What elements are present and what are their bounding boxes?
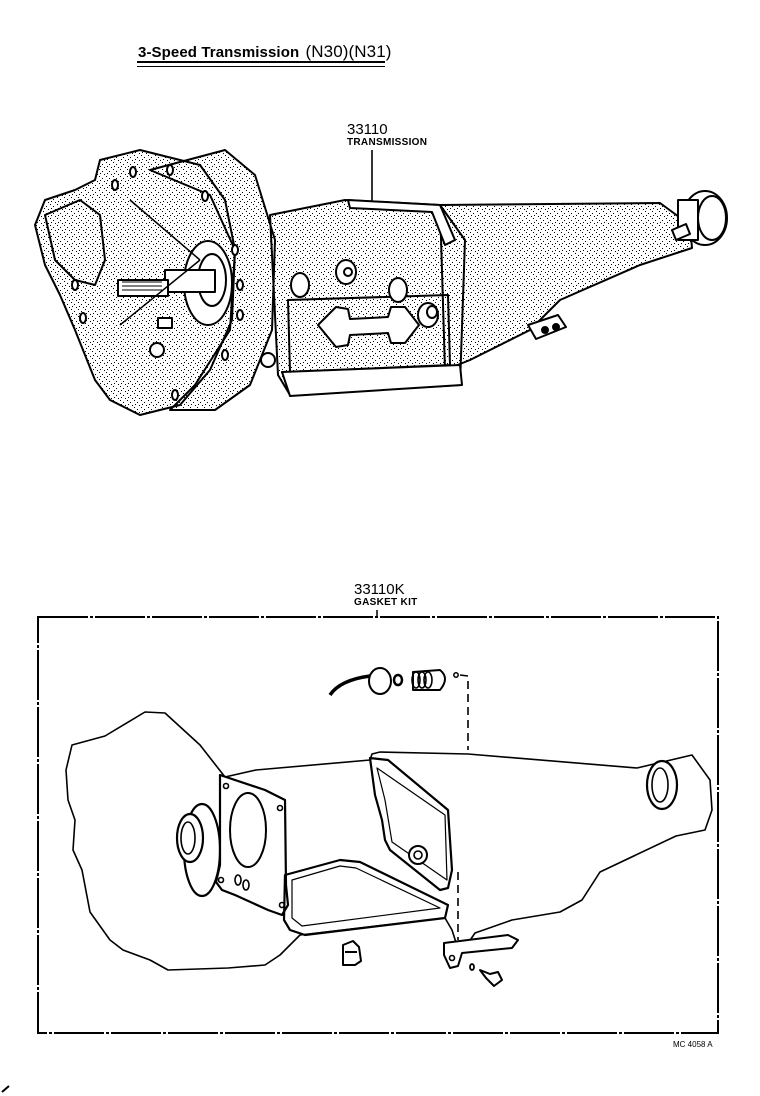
- diagram-title: 3-Speed Transmission (N30)(N31): [138, 42, 392, 62]
- callout-transmission[interactable]: 33110 TRANSMISSION: [347, 122, 427, 148]
- gasket-kit-illustration: [65, 667, 713, 987]
- title-underline: [137, 61, 385, 67]
- transmission-assembly-illustration: [34, 149, 728, 416]
- illustration-code: MC 4058 A: [673, 1040, 713, 1049]
- title-model-codes: (N30)(N31): [305, 42, 392, 61]
- part-name: TRANSMISSION: [347, 137, 428, 148]
- title-main: 3-Speed Transmission: [138, 44, 300, 61]
- callout-gasket-kit[interactable]: 33110K GASKET KIT: [354, 582, 418, 608]
- part-number: 33110: [347, 121, 388, 138]
- part-name: GASKET KIT: [354, 597, 418, 608]
- gasket-kit-boundary: [37, 616, 719, 1034]
- part-number: 33110K: [354, 581, 405, 598]
